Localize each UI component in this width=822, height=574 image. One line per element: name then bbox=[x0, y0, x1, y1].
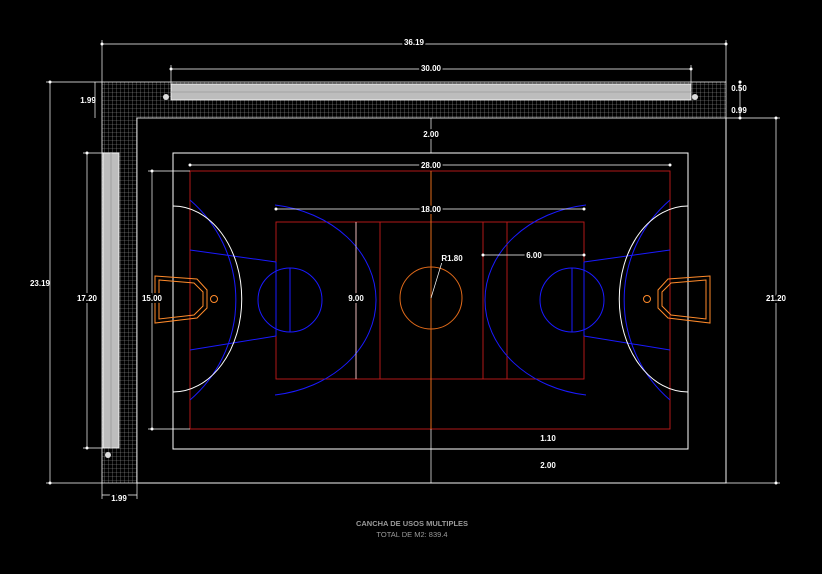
dim-bottom-margin-outer: 2.00 bbox=[540, 461, 556, 470]
dim-stand-length: 30.00 bbox=[421, 64, 442, 73]
dim-inner-width: 18.00 bbox=[421, 205, 442, 214]
dim-outer-margin-top: 2.00 bbox=[423, 130, 439, 139]
dim-total-height: 23.19 bbox=[30, 279, 51, 288]
top-stands bbox=[102, 82, 726, 483]
dim-total-width: 36.19 bbox=[404, 38, 425, 47]
center-circle bbox=[399, 266, 463, 330]
dim-left-stand-depth: 1.99 bbox=[111, 494, 127, 503]
top-right-post bbox=[692, 94, 698, 100]
dimension-lines bbox=[46, 40, 780, 499]
dim-left-stand-height: 17.20 bbox=[77, 294, 98, 303]
left-bottom-post bbox=[105, 452, 111, 458]
dim-stand-gap-bottom: 0.99 bbox=[731, 106, 747, 115]
left-stands bbox=[102, 152, 120, 458]
basketball-court bbox=[189, 199, 671, 401]
dim-total-court-height: 21.20 bbox=[766, 294, 787, 303]
right-goal bbox=[643, 275, 711, 324]
dimension-ticks bbox=[48, 42, 778, 485]
site-boundary bbox=[101, 81, 727, 484]
drawing-subtitle: TOTAL DE M2: 839.4 bbox=[376, 530, 447, 539]
play-area-boundary bbox=[136, 117, 727, 484]
dim-left-court-height: 15.00 bbox=[142, 294, 163, 303]
goal-areas bbox=[172, 205, 689, 393]
left-goal bbox=[154, 275, 218, 324]
top-left-post bbox=[163, 94, 169, 100]
dim-stand-gap-top: 0.50 bbox=[731, 84, 747, 93]
drawing-title: CANCHA DE USOS MULTIPLES bbox=[356, 519, 468, 528]
dim-bottom-margin-inner: 1.10 bbox=[540, 434, 556, 443]
dim-center-height: 9.00 bbox=[348, 294, 364, 303]
court-outer-line bbox=[172, 152, 689, 450]
title-block: CANCHA DE USOS MULTIPLES TOTAL DE M2: 83… bbox=[356, 519, 468, 539]
dim-court-width: 28.00 bbox=[421, 161, 442, 170]
dim-stand-depth: 1.99 bbox=[80, 96, 96, 105]
dim-center-radius: R1.80 bbox=[441, 254, 463, 263]
dim-three-point-offset: 6.00 bbox=[526, 251, 542, 260]
dimension-labels: 36.19 30.00 1.99 0.50 0.99 2.00 28.00 18… bbox=[30, 36, 789, 505]
